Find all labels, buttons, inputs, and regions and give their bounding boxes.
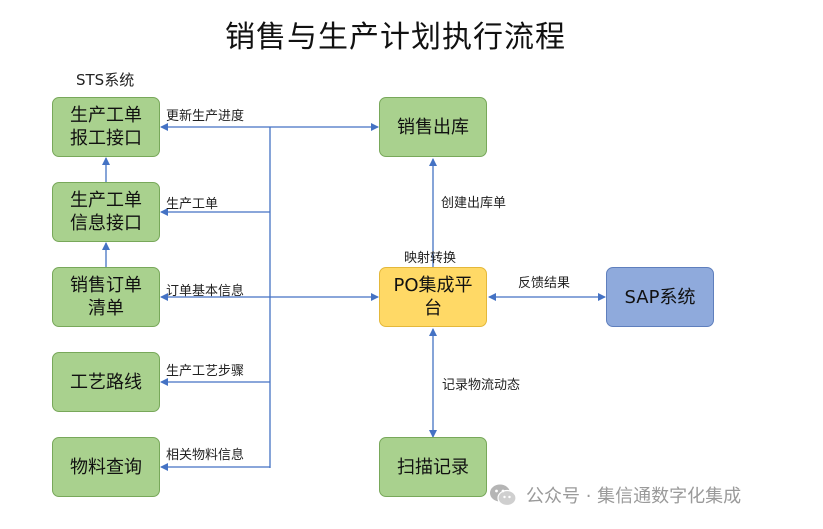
node-work-order-info-interface: 生产工单 信息接口 [52,182,160,242]
node-sap-system: SAP系统 [606,267,714,327]
diagram-title: 销售与生产计划执行流程 [225,20,566,55]
label-mapping: 映射转换 [404,251,457,266]
label-process-steps: 生产工艺步骤 [166,364,245,379]
node-material-query: 物料查询 [52,437,160,497]
label-work-order: 生产工单 [166,197,219,212]
label-logistics: 记录物流动态 [442,378,521,393]
node-sales-outbound: 销售出库 [379,97,487,157]
node-po-platform: PO集成平 台 [379,267,487,327]
label-order-info: 订单基本信息 [166,284,245,299]
label-material-info: 相关物料信息 [166,448,245,463]
label-update-progress: 更新生产进度 [166,109,245,124]
node-sales-order-list: 销售订单 清单 [52,267,160,327]
node-report-interface: 生产工单 报工接口 [52,97,160,157]
node-scan-record: 扫描记录 [379,437,487,497]
node-process-route: 工艺路线 [52,352,160,412]
label-create-outbound: 创建出库单 [441,196,507,211]
sts-system-label: STS系统 [76,71,135,89]
watermark: 公众号 · 集信通数字化集成 [488,482,741,508]
watermark-text: 公众号 · 集信通数字化集成 [526,486,742,507]
wechat-icon [490,484,517,507]
label-feedback: 反馈结果 [518,276,571,291]
